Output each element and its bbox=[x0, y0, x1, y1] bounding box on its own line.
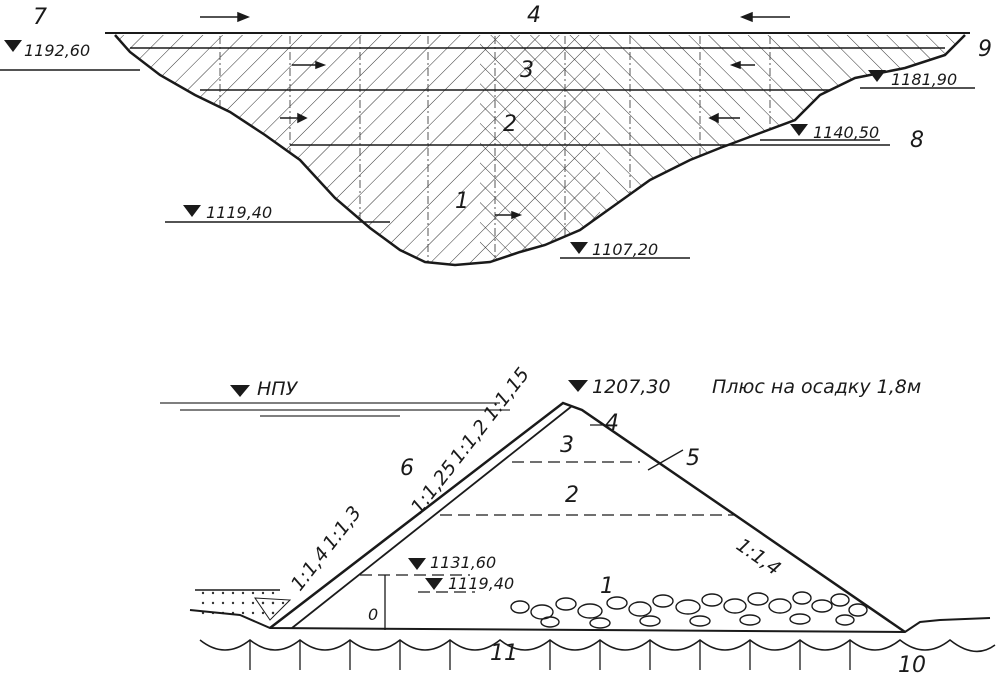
cs-callout-9: 9 bbox=[978, 37, 992, 62]
dam-callout-11: 11 bbox=[490, 641, 518, 666]
dam-zone-3: 3 bbox=[560, 433, 574, 458]
dam-callout-5: 5 bbox=[686, 446, 700, 471]
elev-1140-50: 1140,50 bbox=[813, 123, 879, 142]
slope-1-1-4: 1:1,4 bbox=[287, 543, 334, 595]
elev-1107-20: 1107,20 bbox=[592, 240, 658, 259]
slope-1-1-3: 1:1,3 bbox=[319, 502, 366, 554]
elev-1181-90: 1181,90 bbox=[891, 70, 957, 89]
dam-zone-2: 2 bbox=[565, 483, 579, 508]
cs-zone-4: 4 bbox=[527, 3, 541, 28]
water-level-label: НПУ bbox=[257, 378, 299, 400]
elev-1131-60: 1131,60 bbox=[430, 553, 496, 572]
crest-settlement-note: Плюс на осадку 1,8м bbox=[712, 376, 921, 398]
cs-zone-2: 2 bbox=[503, 112, 517, 137]
dam-callout-10: 10 bbox=[898, 653, 926, 678]
dam-zone-1: 1 bbox=[600, 574, 614, 599]
crest-elevation: 1207,30 bbox=[592, 376, 671, 398]
dam-zone-4: 4 bbox=[605, 411, 619, 436]
valley-cross-section: 1192,60 1181,90 1140,50 1119,40 1107,20 … bbox=[0, 3, 992, 267]
dam-profile: НПУ bbox=[160, 364, 996, 678]
elev-1119-40-dam: 1119,40 bbox=[448, 574, 514, 593]
elev-1119-40: 1119,40 bbox=[206, 203, 272, 222]
cs-callout-7: 7 bbox=[33, 5, 47, 30]
dam-callout-6: 6 bbox=[400, 456, 414, 481]
dam-callout-0: 0 bbox=[368, 605, 378, 624]
slope-1-1-15: 1:1,15 bbox=[479, 364, 534, 425]
slope-1-1-2: 1:1,2 bbox=[446, 416, 493, 468]
slope-downstream-1-1-4: 1:1,4 bbox=[732, 534, 785, 580]
cs-zone-1: 1 bbox=[455, 189, 469, 214]
cs-callout-8: 8 bbox=[910, 128, 924, 153]
elev-1192-60: 1192,60 bbox=[24, 41, 90, 60]
cs-zone-3: 3 bbox=[520, 58, 534, 83]
